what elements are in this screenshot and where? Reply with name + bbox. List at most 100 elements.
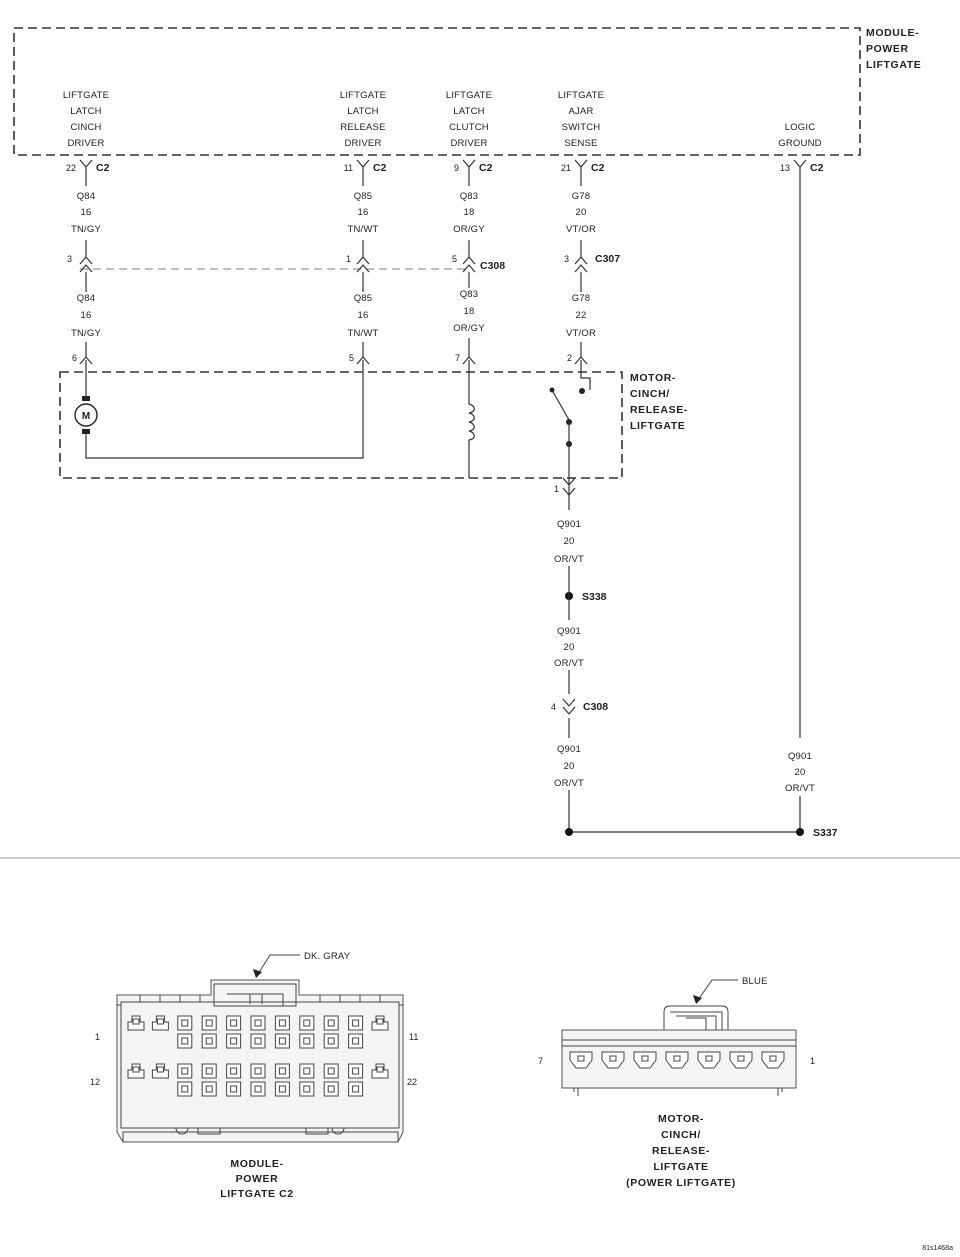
- svg-text:SWITCH: SWITCH: [562, 122, 601, 133]
- svg-text:LIFTGATE: LIFTGATE: [653, 1161, 708, 1173]
- svg-text:TN/GY: TN/GY: [71, 224, 101, 235]
- svg-text:20: 20: [564, 642, 575, 653]
- svg-text:C2: C2: [373, 162, 387, 174]
- pin-label-release: LIFTGATE LATCH RELEASE DRIVER: [340, 90, 386, 149]
- wire-segments-upper: [85, 176, 801, 738]
- module-name-line-1: MODULE-: [866, 27, 919, 39]
- svg-text:MOTOR-: MOTOR-: [630, 372, 676, 384]
- svg-text:TN/GY: TN/GY: [71, 328, 101, 339]
- svg-text:Q83: Q83: [460, 191, 479, 202]
- connector-view-c2: DK. GRAY 1 11 12 22 MODULE- POWER LIFTGA…: [90, 951, 418, 1200]
- svg-text:CINCH/: CINCH/: [661, 1129, 701, 1141]
- motor-cavity: [761, 1051, 785, 1069]
- svg-text:1: 1: [810, 1056, 815, 1066]
- c2-cavity: [250, 1015, 266, 1049]
- lower-wire-labels: Q84 16 TN/GY Q85 16 TN/WT Q83 18 OR/GY G…: [71, 289, 596, 339]
- svg-text:16: 16: [358, 310, 369, 321]
- svg-text:OR/VT: OR/VT: [554, 778, 584, 789]
- c2-cavity: [299, 1015, 315, 1049]
- svg-text:TN/WT: TN/WT: [347, 328, 378, 339]
- svg-text:G78: G78: [572, 191, 591, 202]
- motor-cavities: [569, 1051, 785, 1069]
- svg-text:BLUE: BLUE: [742, 976, 768, 987]
- svg-text:C308: C308: [583, 701, 608, 713]
- motor-cavity: [665, 1051, 689, 1069]
- c2-cavity: [274, 1015, 290, 1049]
- svg-text:Q85: Q85: [354, 191, 373, 202]
- svg-text:1: 1: [346, 254, 351, 264]
- c2-cavity: [226, 1015, 242, 1049]
- svg-text:VT/OR: VT/OR: [566, 224, 596, 235]
- c2-cavity: [250, 1063, 266, 1097]
- svg-text:20: 20: [795, 767, 806, 778]
- svg-text:LIFTGATE: LIFTGATE: [630, 420, 685, 432]
- c2-cavity: [371, 1063, 389, 1079]
- svg-text:6: 6: [72, 353, 77, 363]
- svg-text:21: 21: [561, 163, 571, 173]
- svg-text:LIFTGATE C2: LIFTGATE C2: [220, 1188, 294, 1200]
- motor-icon: [74, 403, 98, 427]
- c2-cavity: [201, 1015, 217, 1049]
- svg-text:SENSE: SENSE: [564, 138, 597, 149]
- svg-text:1: 1: [95, 1032, 100, 1042]
- c2-cavity: [127, 1063, 145, 1079]
- c2-cavity: [177, 1015, 193, 1049]
- svg-text:12: 12: [90, 1077, 100, 1087]
- c2-cavity: [348, 1015, 364, 1049]
- pin-label-clutch: LIFTGATE LATCH CLUTCH DRIVER: [446, 90, 492, 149]
- motor-cavity: [601, 1051, 625, 1069]
- svg-text:16: 16: [358, 207, 369, 218]
- svg-text:2: 2: [567, 353, 572, 363]
- svg-text:CINCH/: CINCH/: [630, 388, 670, 400]
- svg-text:OR/GY: OR/GY: [453, 323, 485, 334]
- svg-text:13: 13: [780, 163, 790, 173]
- pin-label-ajar: LIFTGATE AJAR SWITCH SENSE: [558, 90, 604, 149]
- motor-cinch-release-liftgate: 6 5 7 2 M MOTOR- CINCH/ RELEASE- LIFTGAT…: [59, 352, 687, 510]
- svg-text:OR/VT: OR/VT: [785, 783, 815, 794]
- module-name-line-3: LIFTGATE: [866, 59, 921, 71]
- svg-text:LATCH: LATCH: [453, 106, 484, 117]
- c2-cavity: [151, 1015, 169, 1031]
- inline-connector-c308-lower: 4 C308: [551, 698, 608, 715]
- svg-text:Q83: Q83: [460, 289, 479, 300]
- motor-cavity: [729, 1051, 753, 1069]
- svg-text:MODULE-: MODULE-: [230, 1158, 283, 1170]
- svg-text:C2: C2: [591, 162, 605, 174]
- module-name-line-2: POWER: [866, 43, 909, 55]
- svg-text:20: 20: [564, 536, 575, 547]
- inline-connector-c308-upper: 3 1 5 C308: [67, 254, 505, 273]
- svg-text:TN/WT: TN/WT: [347, 224, 378, 235]
- svg-text:CINCH: CINCH: [70, 122, 101, 133]
- svg-text:Q901: Q901: [557, 519, 581, 530]
- svg-text:16: 16: [81, 207, 92, 218]
- pin-label-ground: LOGIC GROUND: [778, 122, 821, 149]
- svg-text:LIFTGATE: LIFTGATE: [446, 90, 492, 101]
- svg-text:11: 11: [344, 163, 353, 173]
- svg-text:4: 4: [551, 702, 556, 712]
- svg-text:OR/VT: OR/VT: [554, 658, 584, 669]
- svg-text:AJAR: AJAR: [568, 106, 593, 117]
- svg-text:CLUTCH: CLUTCH: [449, 122, 489, 133]
- svg-text:LIFTGATE: LIFTGATE: [340, 90, 386, 101]
- svg-text:DK. GRAY: DK. GRAY: [304, 951, 351, 962]
- c2-cavity: [127, 1015, 145, 1031]
- svg-text:3: 3: [564, 254, 569, 264]
- svg-text:Q901: Q901: [788, 751, 812, 762]
- module-power-liftgate: MODULE- POWER LIFTGATE LIFTGATE LATCH CI…: [13, 27, 921, 156]
- svg-text:POWER: POWER: [236, 1173, 279, 1185]
- svg-text:RELEASE: RELEASE: [340, 122, 385, 133]
- svg-text:DRIVER: DRIVER: [344, 138, 381, 149]
- svg-text:20: 20: [564, 761, 575, 772]
- inline-connector-c307: 3 C307: [564, 253, 620, 273]
- c2-cavity: [226, 1063, 242, 1097]
- svg-text:18: 18: [464, 306, 475, 317]
- svg-text:18: 18: [464, 207, 475, 218]
- svg-text:Q84: Q84: [77, 293, 96, 304]
- c2-cavity: [201, 1063, 217, 1097]
- svg-text:RELEASE-: RELEASE-: [652, 1145, 710, 1157]
- svg-text:S338: S338: [582, 591, 607, 603]
- c2-cavity: [299, 1063, 315, 1097]
- c2-cavity: [323, 1015, 339, 1049]
- svg-text:OR/GY: OR/GY: [453, 224, 485, 235]
